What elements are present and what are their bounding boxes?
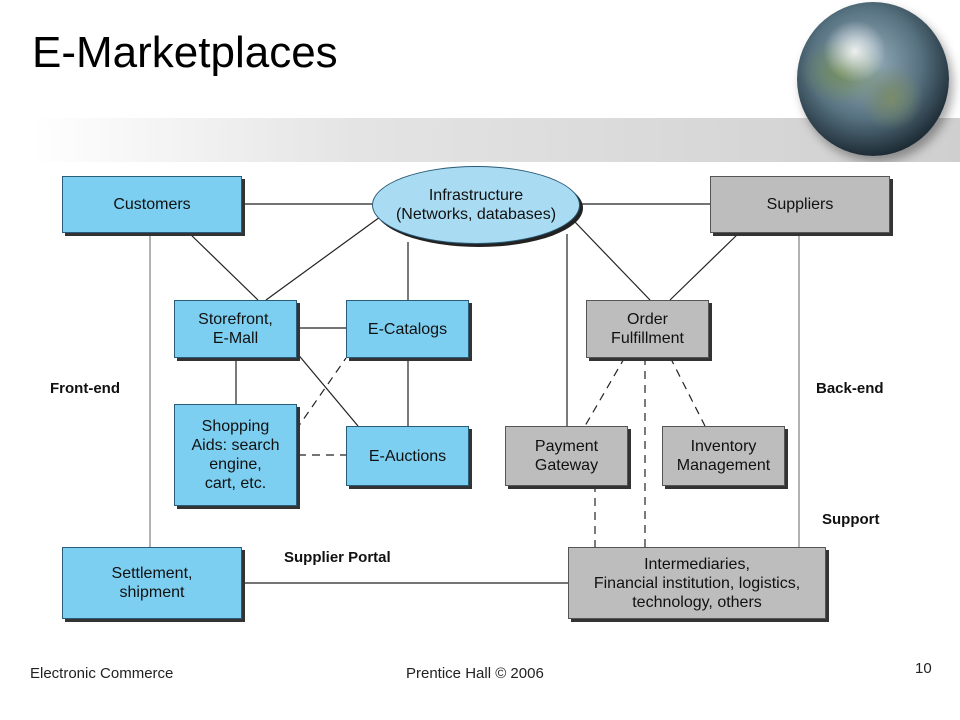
supplier-portal-label: Supplier Portal (284, 549, 391, 566)
footer-left: Electronic Commerce (30, 665, 174, 682)
title-band (30, 118, 960, 162)
storefront-node: Storefront, E-Mall (174, 300, 297, 358)
ecatalogs-node: E-Catalogs (346, 300, 469, 358)
shopping-aids-node: Shopping Aids: search engine, cart, etc. (174, 404, 297, 506)
footer-center: Prentice Hall © 2006 (406, 665, 544, 682)
customers-node: Customers (62, 176, 242, 233)
connector-customers-storefront (187, 231, 259, 301)
connector-infrastructure-order (574, 221, 651, 301)
suppliers-node: Suppliers (710, 176, 890, 233)
connector-order-inventory (669, 356, 706, 427)
page-number: 10 (915, 660, 932, 677)
support-label: Support (822, 511, 880, 528)
connector-suppliers-order (669, 231, 741, 301)
order-fulfillment-node: Order Fulfillment (586, 300, 709, 358)
connector-shopping-ecatalogs (295, 357, 347, 431)
payment-gateway-node: Payment Gateway (505, 426, 628, 486)
connector-storefront-eauctions (295, 351, 359, 427)
inventory-management-node: Inventory Management (662, 426, 785, 486)
e-marketplace-diagram: Infrastructure (Networks, databases) Cus… (40, 162, 952, 630)
connector-infrastructure-storefront (265, 216, 381, 301)
globe-icon (797, 2, 949, 156)
slide-title: E-Marketplaces (32, 28, 338, 77)
intermediaries-node: Intermediaries, Financial institution, l… (568, 547, 826, 619)
infrastructure-node: Infrastructure (Networks, databases) (372, 166, 580, 244)
connector-order-payment (584, 356, 626, 427)
back-end-label: Back-end (816, 380, 884, 397)
front-end-label: Front-end (50, 380, 120, 397)
settlement-node: Settlement, shipment (62, 547, 242, 619)
connector-lines (149, 203, 800, 584)
eauctions-node: E-Auctions (346, 426, 469, 486)
